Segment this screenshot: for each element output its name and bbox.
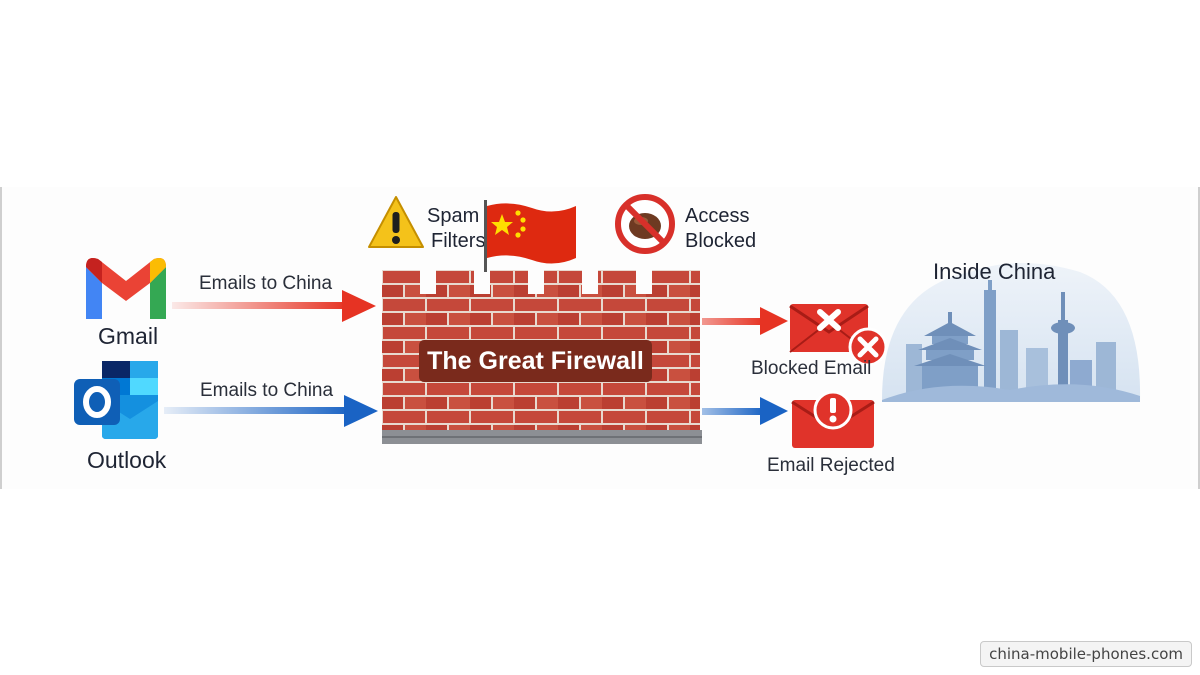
inside-china-label: Inside China bbox=[933, 259, 1056, 284]
outlook-arrow bbox=[164, 395, 378, 427]
access-label-line2: Blocked bbox=[685, 230, 757, 252]
gmail-arrow bbox=[172, 290, 376, 322]
rejected-arrow bbox=[702, 397, 788, 425]
firewall-title: The Great Firewall bbox=[419, 340, 652, 382]
gmail-arrow-label: Emails to China bbox=[199, 273, 333, 294]
email-rejected-label: Email Rejected bbox=[767, 455, 895, 476]
blocked-icon bbox=[615, 194, 675, 254]
outlook-arrow-label: Emails to China bbox=[200, 380, 334, 401]
watermark: china-mobile-phones.com bbox=[980, 641, 1192, 667]
blocked-email-label: Blocked Email bbox=[751, 358, 872, 379]
warning-icon bbox=[368, 196, 424, 248]
spam-label-line1: Spam bbox=[427, 205, 480, 227]
gmail-icon bbox=[86, 258, 166, 319]
envelope-exclamation-icon bbox=[791, 390, 875, 448]
envelope-x-icon bbox=[789, 304, 888, 367]
blocked-arrow bbox=[702, 307, 788, 335]
spam-label-line2: Filters bbox=[431, 230, 486, 252]
outlook-label: Outlook bbox=[87, 447, 167, 473]
china-flag-icon bbox=[484, 200, 576, 272]
gmail-label: Gmail bbox=[98, 323, 159, 349]
access-label-line1: Access bbox=[685, 205, 750, 227]
outlook-icon bbox=[74, 361, 158, 439]
china-skyline-icon bbox=[882, 263, 1141, 402]
